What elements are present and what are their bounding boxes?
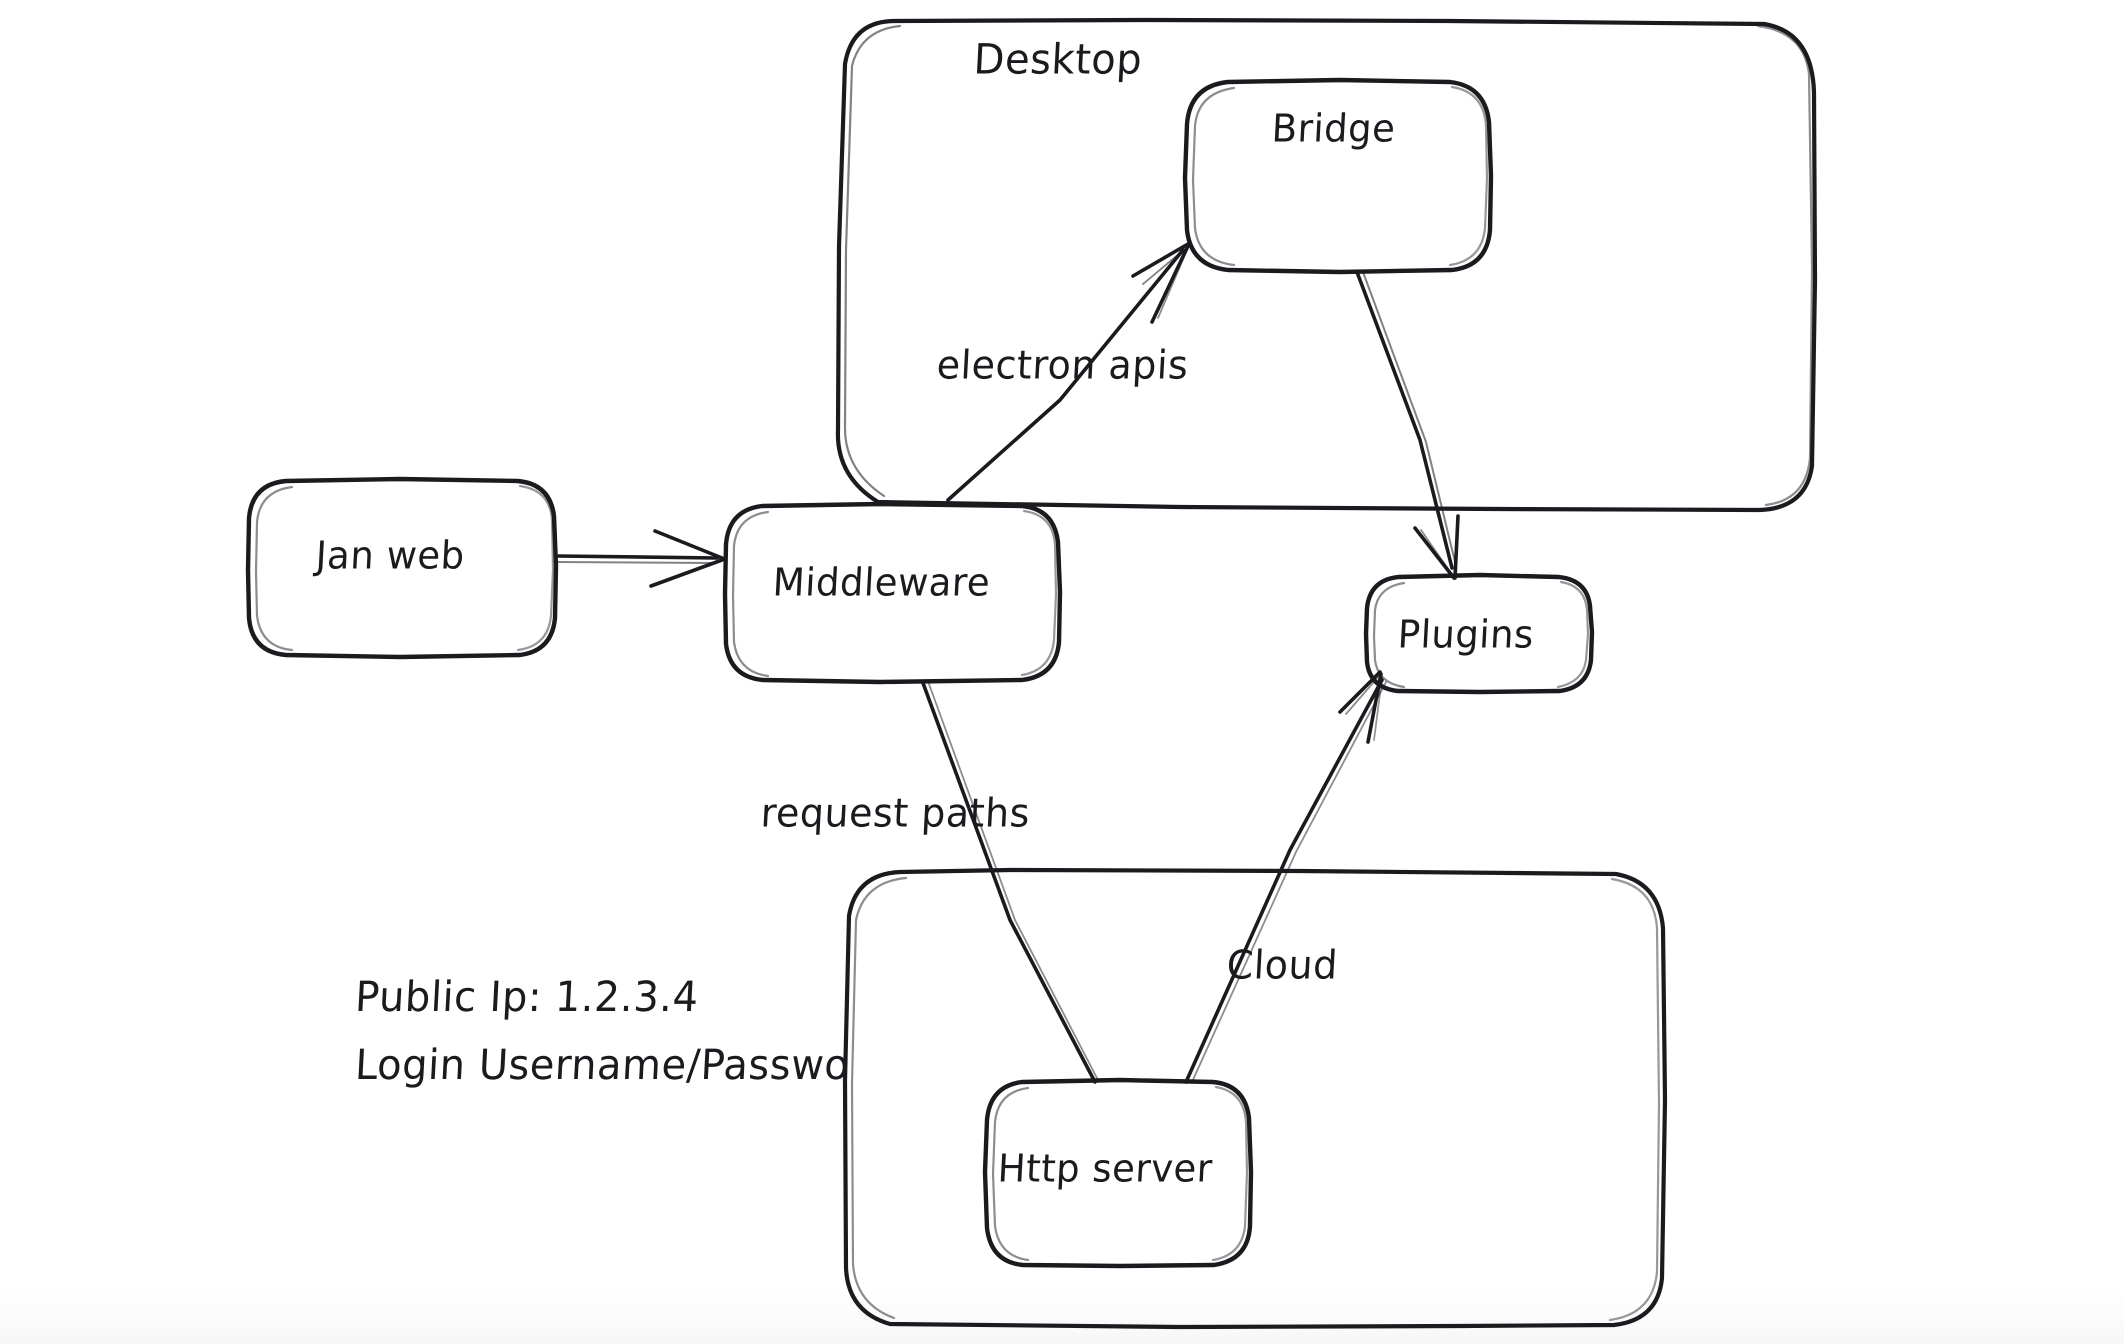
edge-http-to-plugins[interactable] [1184, 670, 1387, 1084]
edge-middleware-to-bridge[interactable] [946, 242, 1190, 502]
node-plugins[interactable] [1363, 572, 1595, 695]
node-label-bridge: Bridge [1270, 106, 1397, 151]
node-middleware[interactable] [722, 501, 1063, 685]
node-http-server[interactable] [982, 1077, 1254, 1269]
edge-label-electron-apis: electron apis [935, 342, 1190, 388]
node-label-plugins: Plugins [1396, 612, 1536, 657]
edge-jan-to-middleware[interactable] [555, 529, 724, 588]
note-line-login: Login Username/Password [357, 1041, 852, 1090]
node-jan-web[interactable] [245, 476, 559, 660]
group-label-desktop: Desktop [972, 36, 1144, 84]
group-cloud[interactable] [842, 867, 1668, 1330]
group-desktop[interactable] [835, 17, 1818, 513]
note-connection-info: Public Ip: 1.2.3.4 Login Username/Passwo… [357, 962, 852, 1112]
edge-label-request-paths: request paths [759, 790, 1032, 836]
edge-middleware-to-http[interactable] [921, 681, 1099, 1084]
node-label-jan-web: Jan web [314, 533, 466, 578]
node-label-http-server: Http server [996, 1146, 1214, 1191]
edge-bridge-to-plugins[interactable] [1355, 270, 1460, 580]
node-label-middleware: Middleware [771, 560, 992, 605]
edge-label-cloud: Cloud [1225, 942, 1340, 988]
note-line-public-ip: Public Ip: 1.2.3.4 [357, 973, 700, 1022]
node-bridge[interactable] [1182, 77, 1494, 275]
